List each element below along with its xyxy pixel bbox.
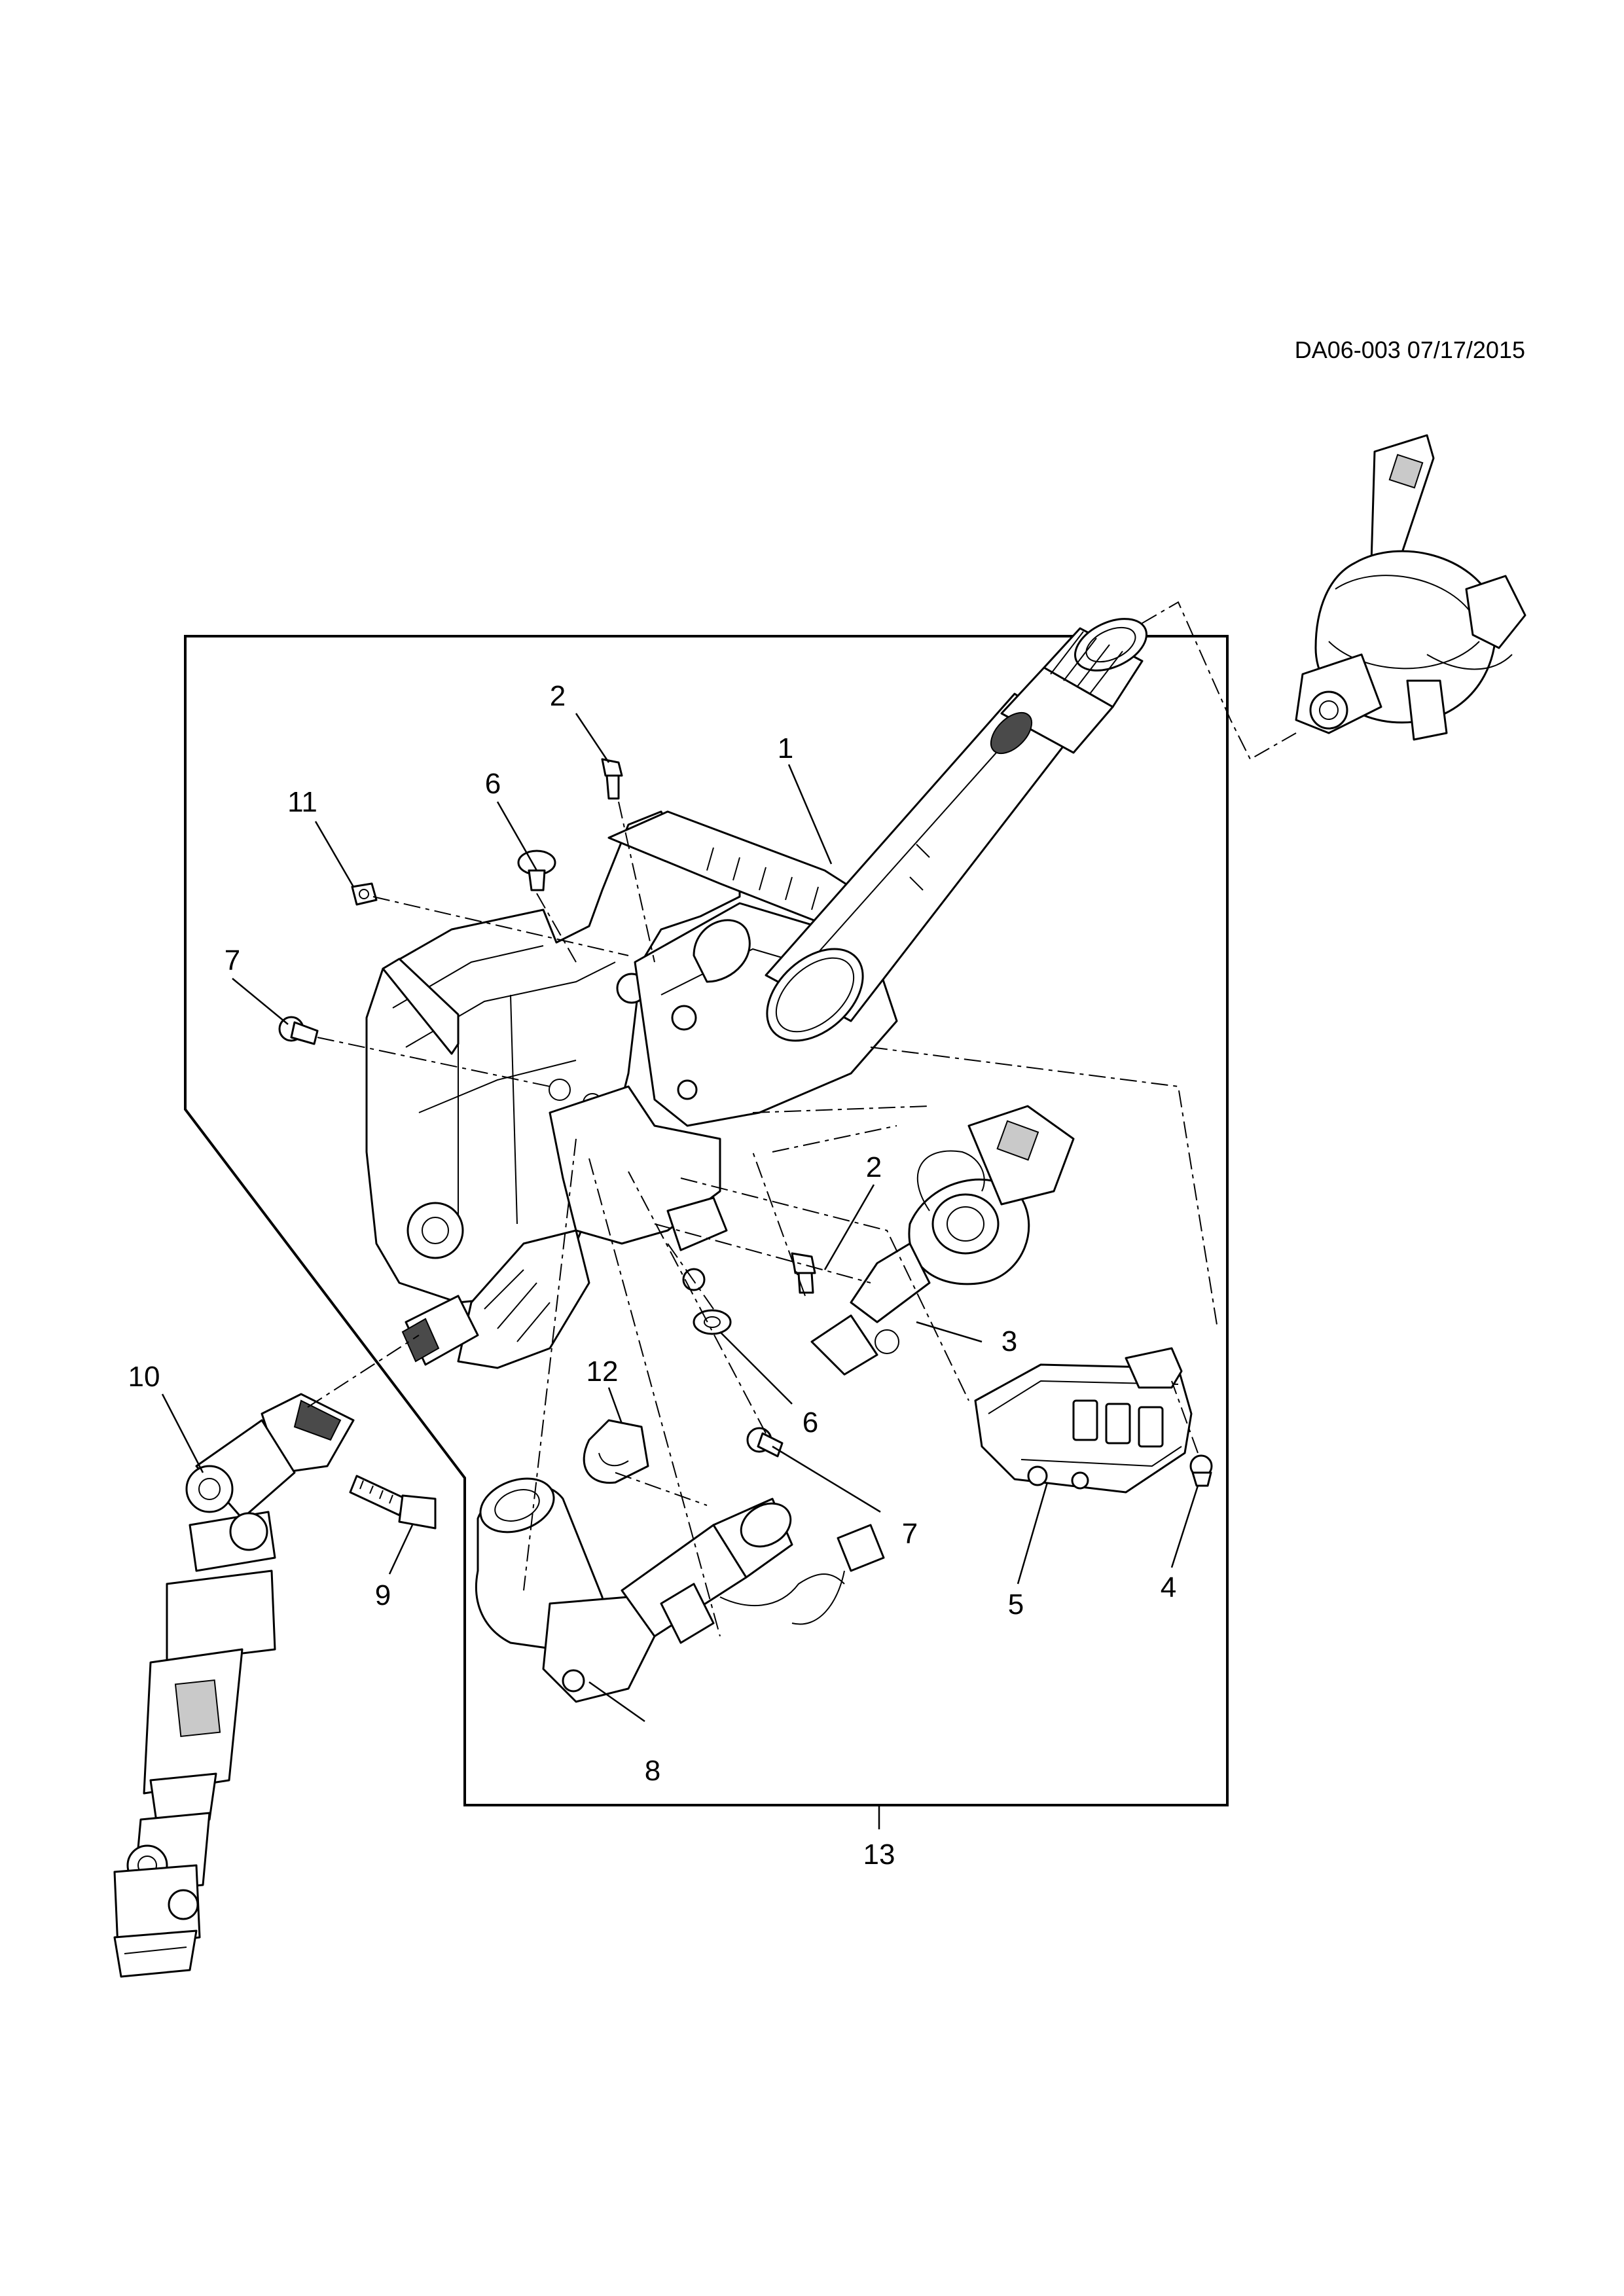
combination-switch-assembly bbox=[1295, 434, 1526, 741]
callout-3: 3 bbox=[1001, 1325, 1017, 1357]
bolt-item-7-right bbox=[746, 1427, 784, 1458]
callout-10: 10 bbox=[128, 1361, 160, 1393]
callout-2: 2 bbox=[866, 1151, 882, 1183]
callout-6: 6 bbox=[485, 768, 501, 800]
callout-11: 11 bbox=[287, 786, 317, 818]
bolt-item-9 bbox=[349, 1475, 437, 1530]
callout-labels: 1 2 2 3 4 5 6 6 7 7 8 9 10 11 12 13 bbox=[128, 680, 1177, 1871]
callout-13: 13 bbox=[863, 1839, 895, 1871]
diagram-reference-label: DA06-003 07/17/2015 bbox=[1295, 336, 1525, 363]
callout-9: 9 bbox=[375, 1579, 391, 1611]
bolt-item-2-lower bbox=[791, 1252, 816, 1294]
callout-6: 6 bbox=[803, 1407, 818, 1439]
clip-item-12 bbox=[583, 1419, 649, 1484]
screw-item-4 bbox=[1189, 1454, 1213, 1487]
alignment-lines bbox=[307, 801, 1218, 1637]
callout-8: 8 bbox=[645, 1755, 660, 1787]
leader-lines bbox=[161, 713, 1199, 1829]
callout-5: 5 bbox=[1008, 1588, 1024, 1621]
callout-7: 7 bbox=[902, 1518, 918, 1550]
tilt-motor-assembly bbox=[475, 1477, 885, 1703]
connection-dashline bbox=[1060, 601, 1297, 761]
intermediate-shaft-assembly bbox=[113, 1393, 355, 1978]
steering-column-assembly bbox=[365, 618, 1147, 1369]
ecu-motor-assembly bbox=[810, 1105, 1075, 1376]
callout-1: 1 bbox=[778, 732, 793, 764]
callout-2: 2 bbox=[550, 680, 566, 712]
screw-item-11 bbox=[351, 882, 378, 906]
washer-item-6-lower bbox=[693, 1309, 732, 1335]
callout-12: 12 bbox=[586, 1355, 619, 1388]
assembly-frame bbox=[184, 635, 1229, 1806]
callout-7: 7 bbox=[225, 944, 240, 977]
callout-4: 4 bbox=[1161, 1571, 1176, 1604]
bolt-item-2-upper bbox=[601, 758, 623, 800]
control-module-box bbox=[974, 1347, 1193, 1494]
washer-item-6-upper bbox=[517, 850, 556, 891]
